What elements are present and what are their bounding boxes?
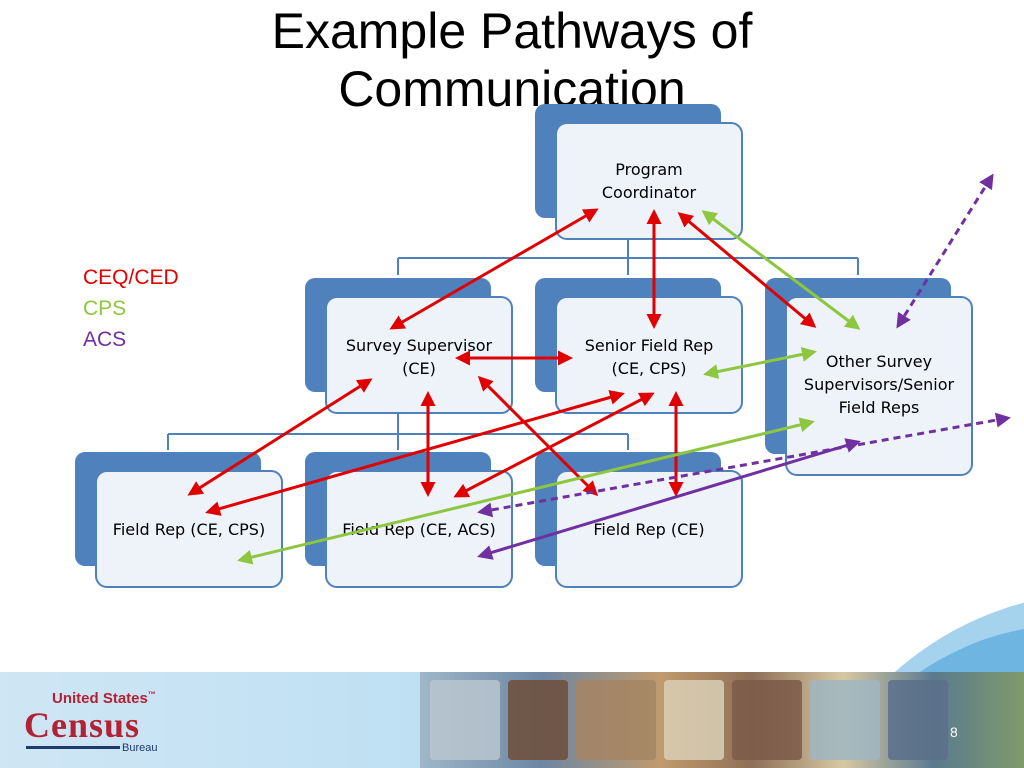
- logo-census: Census: [24, 705, 141, 745]
- legend: CEQ/CED CPS ACS: [83, 262, 179, 355]
- title-line-1: Example Pathways of: [271, 3, 753, 59]
- survey-supervisor-label: Survey Supervisor (CE): [345, 336, 493, 378]
- photo-tile: [664, 680, 724, 760]
- arrow-sfr-fr1: [205, 390, 625, 516]
- photo-tile: [888, 680, 948, 760]
- arrow-ss-fr3: [477, 375, 599, 497]
- arrow-pc-other: [677, 212, 817, 328]
- decorative-swoosh: [880, 602, 1024, 686]
- logo-trademark: ™: [147, 690, 156, 699]
- arrow-cps-sfr-other: [703, 347, 817, 379]
- other-supervisors-label: Other Survey Supervisors/Senior Field Re…: [803, 352, 955, 417]
- photo-collage: [420, 672, 1024, 768]
- arrow-cps-other-fr1: [237, 417, 815, 565]
- arrow-cps-pc-other: [701, 210, 861, 330]
- arrow-acs-other-fr2: [477, 438, 861, 560]
- senior-field-rep-label: Senior Field Rep (CE, CPS): [584, 336, 714, 378]
- arrow-acs-other-up: [896, 173, 994, 329]
- field-rep-ce-cps-label: Field Rep (CE, CPS): [112, 520, 266, 539]
- legend-item-cps: CPS: [83, 297, 127, 320]
- photo-tile: [508, 680, 568, 760]
- page-number: 8: [950, 724, 958, 740]
- program-coordinator-label: Program Coordinator: [601, 160, 697, 202]
- photo-tile: [576, 680, 656, 760]
- logo-underline: [26, 746, 120, 749]
- photo-tile: [810, 680, 880, 760]
- arrow-acs-fr2-right: [477, 412, 1011, 518]
- arrow-pc-ss: [389, 208, 599, 330]
- logo-united-states: United States™: [52, 690, 156, 707]
- photo-tile: [732, 680, 802, 760]
- census-bureau-logo: United States™ Census Bureau: [14, 690, 164, 760]
- photo-tile: [430, 680, 500, 760]
- legend-item-ceq: CEQ/CED: [83, 266, 179, 289]
- logo-bureau: Bureau: [122, 742, 158, 754]
- arrow-ss-fr1: [187, 378, 373, 496]
- arrow-sfr-fr2: [453, 392, 655, 498]
- legend-item-acs: ACS: [83, 328, 127, 351]
- slide-title: Example Pathways of Communication: [0, 2, 1024, 118]
- footer-band: [0, 672, 1024, 768]
